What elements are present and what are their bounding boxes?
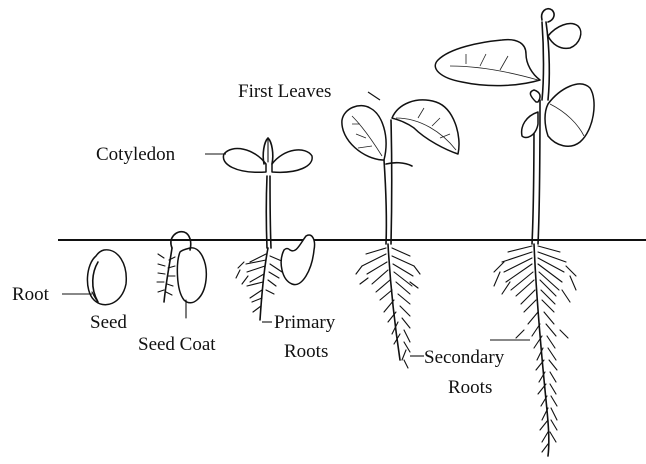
label-cotyledon: Cotyledon [96,144,176,165]
label-seed-coat: Seed Coat [138,334,216,355]
label-root: Root [12,284,50,305]
stage-2-seed-coat [157,232,206,318]
label-primary-roots-line2: Roots [284,341,328,362]
stage-3-cotyledon-seedling [223,138,314,320]
stage-1-seed [87,250,126,305]
label-seed: Seed [90,312,127,333]
stage-4-first-leaves-seedling [342,100,459,368]
label-first-leaves: First Leaves [238,81,331,102]
label-primary-roots-line1: Primary [274,312,336,333]
leader-first-leaves [368,92,380,100]
label-secondary-roots-line2: Roots [448,377,492,398]
label-secondary-roots-line1: Secondary [424,347,505,368]
